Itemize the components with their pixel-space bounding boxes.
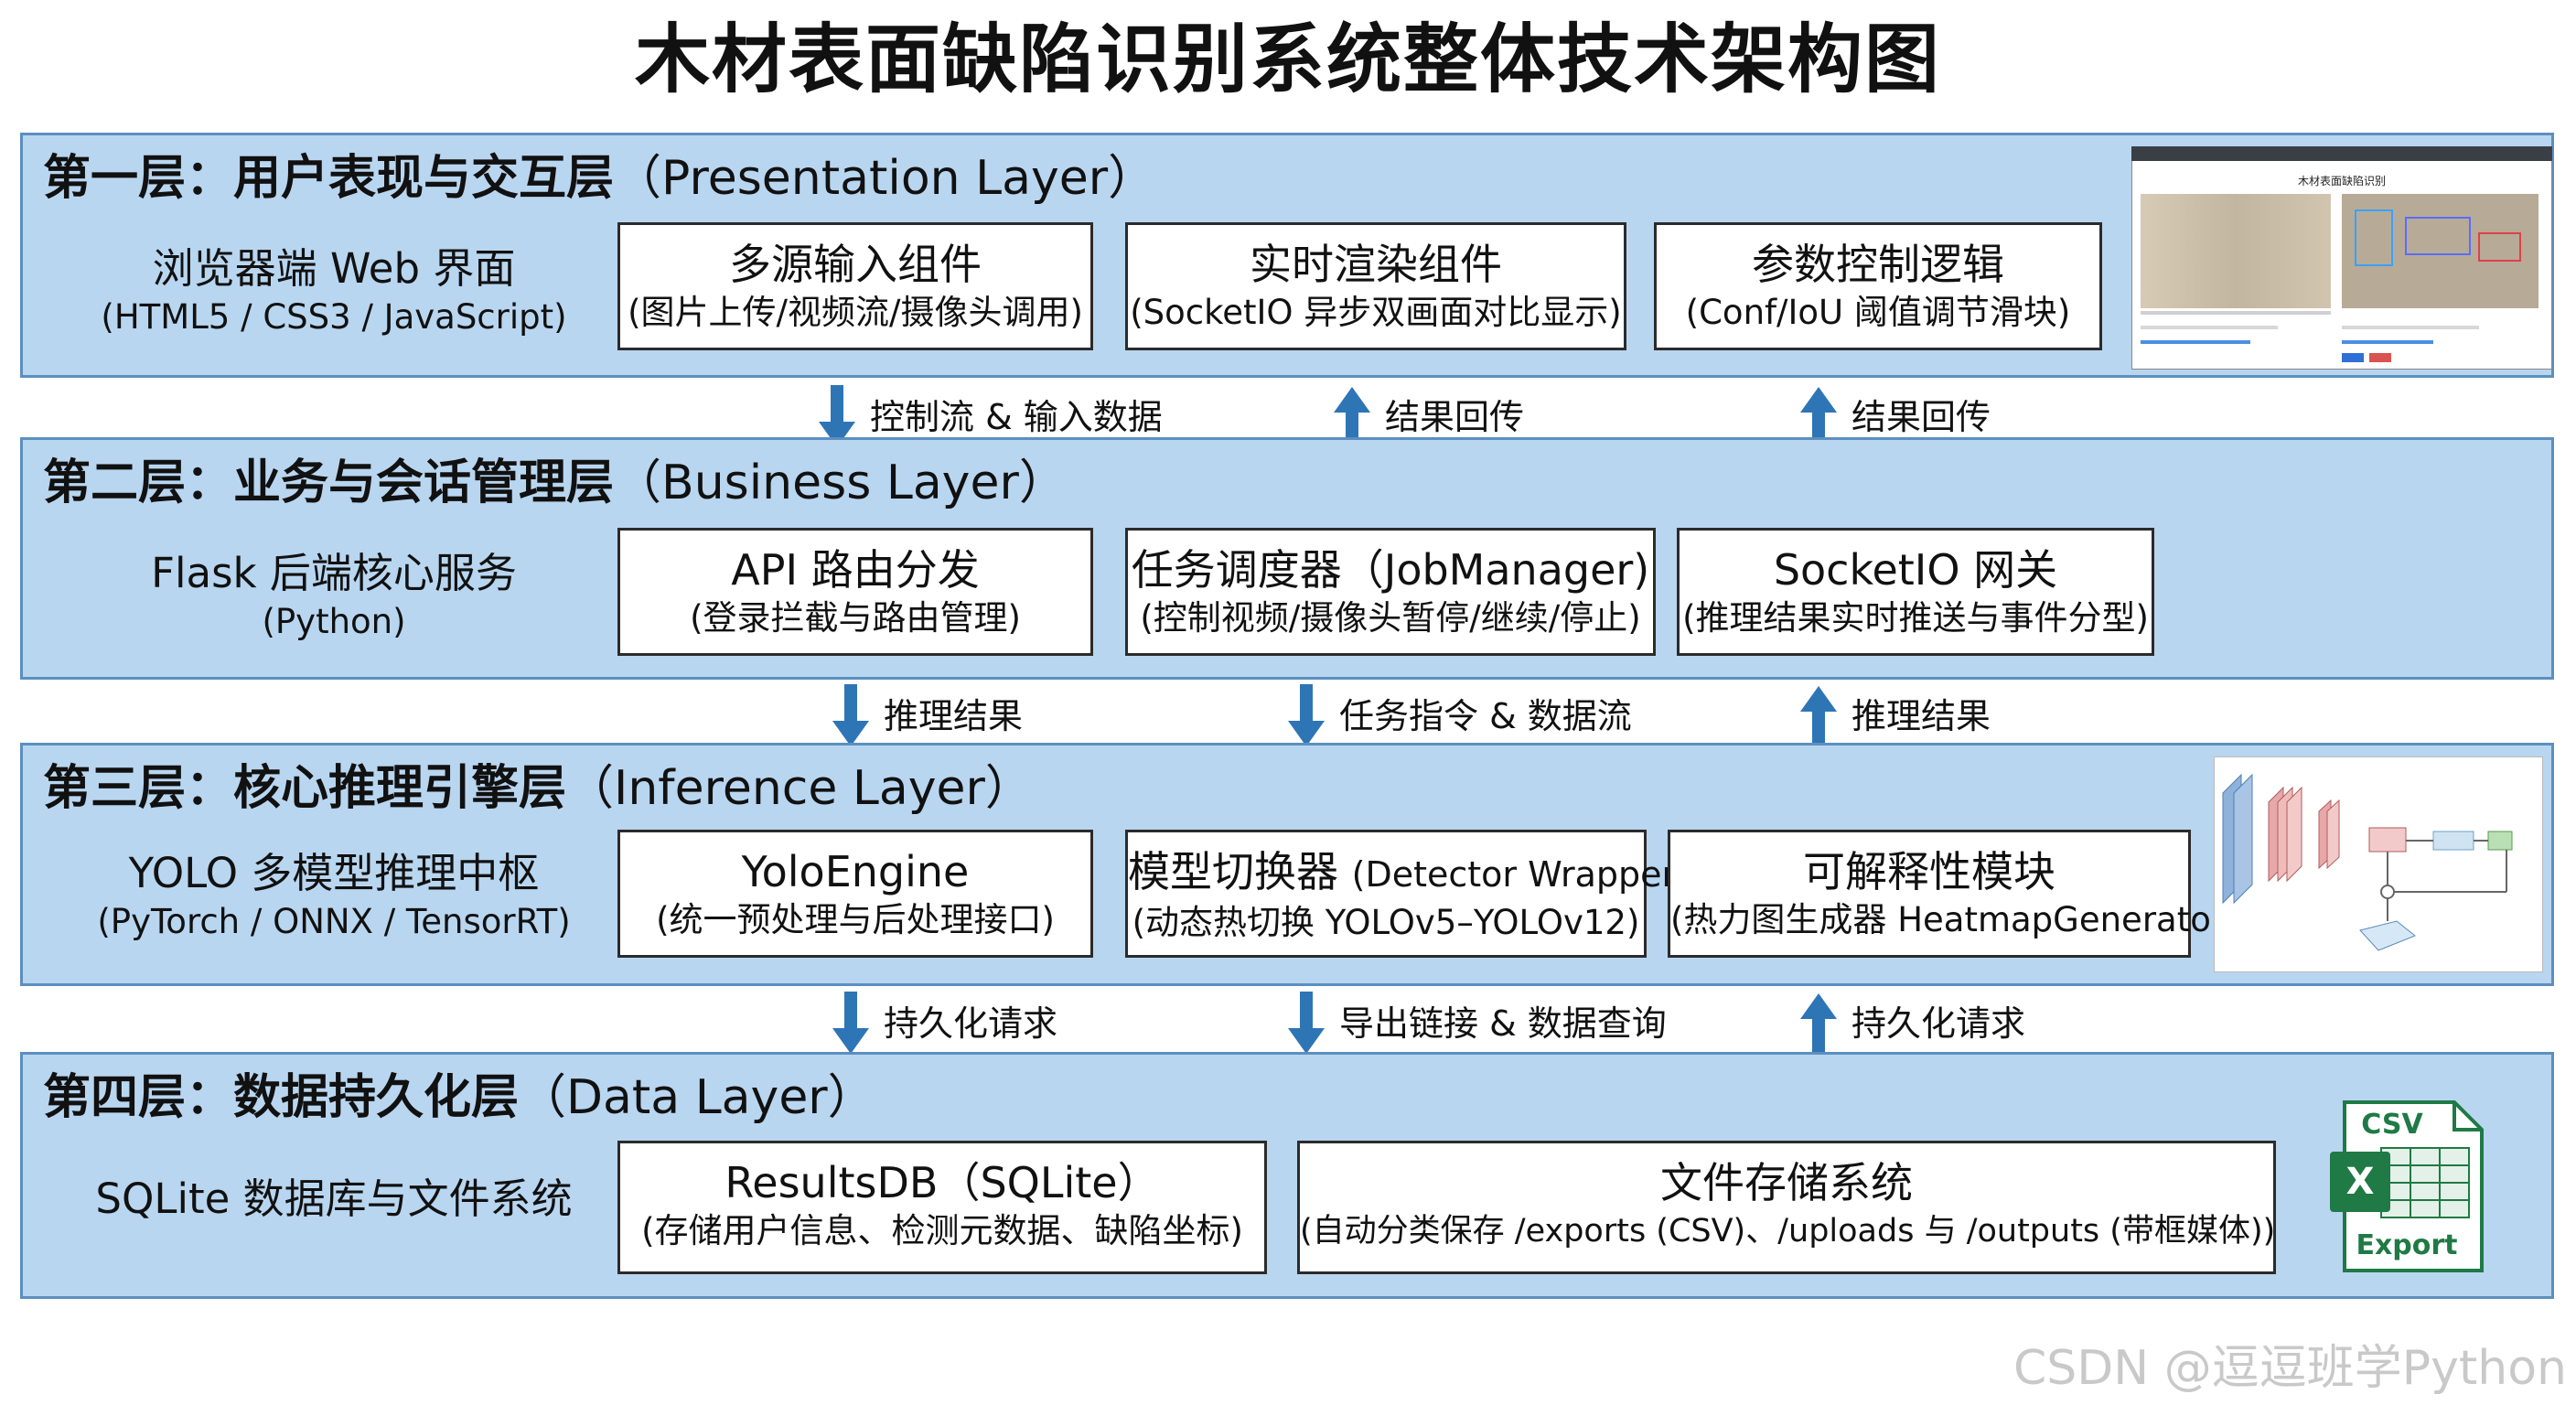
component-subtitle: (动态热切换 YOLOv5–YOLOv12) <box>1132 903 1640 942</box>
component-title: 参数控制逻辑 <box>1752 240 2004 289</box>
layer-desc-sub: (PyTorch / ONNX / TensorRT) <box>97 902 571 941</box>
component-title: 模型切换器 (Detector Wrapper) <box>1128 845 1690 901</box>
connector: 导出链接 & 数据查询 <box>1286 986 1667 1061</box>
diagram-title: 木材表面缺陷识别系统整体技术架构图 <box>634 16 1941 103</box>
layer-desc-main: YOLO 多模型推理中枢 <box>128 849 540 897</box>
layer-title: 第三层：核心推理引擎层（Inference Layer） <box>43 756 1033 820</box>
component-title: 可解释性模块 <box>1803 847 2055 896</box>
component-box: SocketIO 网关 (推理结果实时推送与事件分型) <box>1677 528 2154 656</box>
arrow-down-icon <box>1288 992 1325 1054</box>
arrow-up-icon <box>1800 686 1837 748</box>
connector-label: 推理结果 <box>1852 696 1991 736</box>
component-title: ResultsDB（SQLite） <box>724 1158 1160 1207</box>
connector-label: 结果回传 <box>1385 397 1525 437</box>
connector-label: 结果回传 <box>1852 397 1991 437</box>
arrow-down-icon <box>1288 684 1325 746</box>
layer-title-en: （Business Layer） <box>614 456 1067 510</box>
layer-desc-sub: (Python) <box>262 602 406 641</box>
layer-desc-sub: (HTML5 / CSS3 / JavaScript) <box>101 297 567 337</box>
layer-title: 第一层：用户表现与交互层（Presentation Layer） <box>43 146 1155 210</box>
component-subtitle: (控制视频/摄像头暂停/继续/停止) <box>1140 598 1641 638</box>
layer-inference: 第三层：核心推理引擎层（Inference Layer） YOLO 多模型推理中… <box>20 743 2554 986</box>
layer-title-en: （Data Layer） <box>519 1070 875 1125</box>
connector-label: 推理结果 <box>884 696 1024 736</box>
layer-description: YOLO 多模型推理中枢 (PyTorch / ONNX / TensorRT) <box>59 848 608 945</box>
arrow-up-icon <box>1800 993 1837 1056</box>
component-box: 可解释性模块 (热力图生成器 HeatmapGenerator) <box>1668 830 2238 958</box>
connector-label: 控制流 & 输入数据 <box>870 397 1163 437</box>
layer-description: Flask 后端核心服务 (Python) <box>59 548 608 645</box>
component-title-main: 模型切换器 <box>1128 847 1338 896</box>
layer-title-cn: 第四层：数据持久化层 <box>43 1070 520 1125</box>
watermark: CSDN @逗逗班学Python <box>2012 1341 2567 1396</box>
component-box: ResultsDB（SQLite） (存储用户信息、检测元数据、缺陷坐标) <box>617 1141 1267 1274</box>
component-subtitle: (图片上传/视频流/摄像头调用) <box>628 293 1083 332</box>
component-title: 多源输入组件 <box>729 240 982 289</box>
layer-title-cn: 第一层：用户表现与交互层 <box>43 151 615 206</box>
component-subtitle: (Conf/IoU 阈值调节滑块) <box>1685 293 2071 332</box>
layer-title-cn: 第三层：核心推理引擎层 <box>43 761 567 816</box>
layer-title-en: （Inference Layer） <box>566 761 1033 816</box>
layer-presentation: 第一层：用户表现与交互层（Presentation Layer） 浏览器端 We… <box>20 133 2554 378</box>
component-box: 多源输入组件 (图片上传/视频流/摄像头调用) <box>617 222 1093 350</box>
component-title: 实时渲染组件 <box>1250 240 1502 289</box>
component-title: YoloEngine <box>741 847 970 896</box>
component-title: 文件存储系统 <box>1660 1158 1913 1207</box>
layer-desc-main: Flask 后端核心服务 <box>151 549 517 597</box>
ui-screenshot-thumbnail: 木材表面缺陷识别 <box>2131 146 2552 370</box>
component-box: API 路由分发 (登录拦截与路由管理) <box>617 528 1093 656</box>
arrow-down-icon <box>832 684 869 746</box>
layer-description: SQLite 数据库与文件系统 <box>59 1174 608 1225</box>
component-box: 任务调度器（JobManager) (控制视频/摄像头暂停/继续/停止) <box>1125 528 1656 656</box>
component-subtitle: (存储用户信息、检测元数据、缺陷坐标) <box>641 1211 1243 1250</box>
component-box: 参数控制逻辑 (Conf/IoU 阈值调节滑块) <box>1654 222 2102 350</box>
excel-x-label: X <box>2346 1161 2375 1203</box>
arrow-down-icon <box>832 992 869 1054</box>
network-architecture-thumbnail <box>2214 756 2543 972</box>
connector: 推理结果 <box>831 679 1023 754</box>
layer-business: 第二层：业务与会话管理层（Business Layer） Flask 后端核心服… <box>20 437 2554 680</box>
connector-label: 持久化请求 <box>884 1003 1058 1044</box>
csv-export-icon: CSV X Export <box>2330 1100 2484 1272</box>
layer-description: 浏览器端 Web 界面 (HTML5 / CSS3 / JavaScript) <box>59 243 608 340</box>
component-title: API 路由分发 <box>731 545 980 595</box>
connector: 结果回传 <box>1798 380 1991 455</box>
component-subtitle: (SocketIO 异步双画面对比显示) <box>1130 293 1622 332</box>
layer-desc-main: 浏览器端 Web 界面 <box>152 244 516 293</box>
component-subtitle: (登录拦截与路由管理) <box>690 598 1021 638</box>
connector-label: 导出链接 & 数据查询 <box>1339 1003 1667 1044</box>
component-title: 任务调度器（JobManager) <box>1131 545 1650 595</box>
layer-title: 第四层：数据持久化层（Data Layer） <box>43 1066 875 1130</box>
csv-label: CSV <box>2361 1109 2423 1141</box>
connector: 持久化请求 <box>1798 986 2025 1061</box>
export-label: Export <box>2356 1229 2457 1261</box>
connector-label: 持久化请求 <box>1852 1003 2026 1044</box>
component-subtitle: (推理结果实时推送与事件分型) <box>1682 598 2149 638</box>
thumbnail-title: 木材表面缺陷识别 <box>2298 174 2386 188</box>
component-box: 模型切换器 (Detector Wrapper) (动态热切换 YOLOv5–Y… <box>1125 830 1690 958</box>
layer-title-en: （Presentation Layer） <box>614 151 1156 206</box>
layer-data: 第四层：数据持久化层（Data Layer） SQLite 数据库与文件系统 R… <box>20 1052 2554 1299</box>
arrow-down-icon <box>819 385 855 447</box>
component-subtitle: (自动分类保存 /exports (CSV)、/uploads 与 /outpu… <box>1300 1213 2276 1249</box>
connector-label: 任务指令 & 数据流 <box>1339 696 1632 736</box>
component-title-extra: (Detector Wrapper) <box>1351 854 1690 895</box>
connector: 任务指令 & 数据流 <box>1286 679 1632 754</box>
component-box: YoloEngine (统一预处理与后处理接口) <box>617 830 1093 958</box>
connector: 控制流 & 输入数据 <box>817 380 1163 455</box>
layer-title: 第二层：业务与会话管理层（Business Layer） <box>43 451 1067 515</box>
component-box: 实时渲染组件 (SocketIO 异步双画面对比显示) <box>1125 222 1626 350</box>
layer-title-cn: 第二层：业务与会话管理层 <box>43 456 615 510</box>
component-title: SocketIO 网关 <box>1773 545 2058 595</box>
connector: 推理结果 <box>1798 679 1991 754</box>
component-subtitle: (统一预处理与后处理接口) <box>656 900 1055 939</box>
layer-desc-main: SQLite 数据库与文件系统 <box>95 1174 573 1223</box>
component-box: 文件存储系统 (自动分类保存 /exports (CSV)、/uploads 与… <box>1297 1141 2276 1274</box>
component-subtitle: (热力图生成器 HeatmapGenerator) <box>1670 900 2238 939</box>
connector: 持久化请求 <box>831 986 1057 1061</box>
